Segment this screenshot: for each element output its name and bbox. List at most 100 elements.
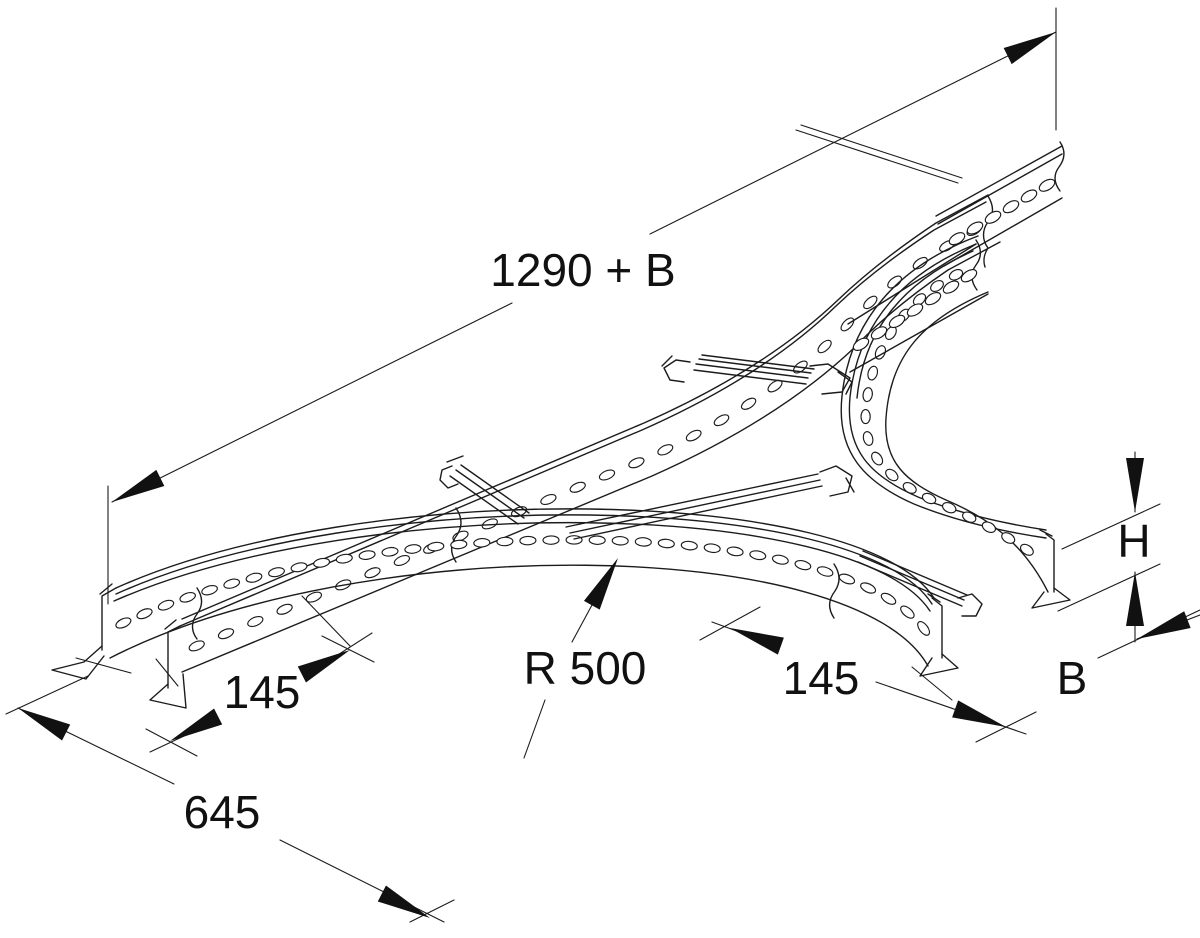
- perforation-slot: [598, 469, 616, 481]
- perforation-slot: [313, 557, 331, 568]
- perforation-slot: [1020, 189, 1038, 203]
- perforation-slot: [188, 640, 205, 652]
- perforation-slot: [917, 620, 931, 636]
- dimension-label-rail-height: H: [1117, 515, 1150, 567]
- dimension-label-half-length: 645: [184, 786, 261, 838]
- perforation-slot: [565, 535, 583, 545]
- perforation-slot: [817, 339, 832, 354]
- perforation-slot: [871, 451, 884, 466]
- dimension-label-branch-width: B: [1057, 652, 1088, 704]
- perforation-slot: [628, 457, 645, 469]
- perforation-slot: [942, 280, 960, 294]
- break-mark: [971, 239, 982, 291]
- right-corner-arc-rail: [840, 235, 1071, 609]
- dimension-label-total-length: 1290 + B: [490, 244, 675, 296]
- perforation-slot: [276, 603, 293, 615]
- break-mark: [1054, 141, 1065, 192]
- perforation-slot: [862, 387, 873, 403]
- rung-2: [661, 354, 853, 395]
- far-structure-line: [800, 124, 963, 179]
- perforation-slot: [657, 444, 674, 456]
- perforation-slot: [1001, 532, 1016, 544]
- perforation-slot: [981, 521, 997, 534]
- perforation-slot: [481, 518, 498, 530]
- perforation-slot: [381, 546, 399, 557]
- perforation-slot: [540, 493, 557, 506]
- perforation-slot: [1019, 543, 1034, 556]
- rail-end-profile-branch-left: [919, 593, 959, 677]
- perforation-slot: [900, 605, 915, 619]
- perforation-slot: [921, 492, 937, 505]
- perforation-slot: [157, 599, 175, 611]
- perforation-slot: [657, 538, 675, 549]
- perforation-slot: [941, 502, 957, 514]
- perforation-slot: [912, 256, 928, 270]
- dimension-total-length: 1290 + B: [107, 7, 1057, 605]
- dimension-offset-right: 145: [699, 606, 1037, 743]
- perforation-slot: [588, 535, 606, 545]
- perforation-slot: [179, 591, 196, 603]
- dimension-rail-height: H: [1057, 451, 1161, 643]
- rung-connector: [661, 355, 691, 383]
- perforation-slot: [1038, 178, 1056, 192]
- perforation-slot: [713, 414, 730, 427]
- perforation-slot: [496, 536, 514, 547]
- dimension-branch-width: B: [1057, 609, 1200, 704]
- perforation-slot: [569, 481, 586, 493]
- perforation-slot: [726, 546, 744, 557]
- rung-4: [857, 550, 983, 617]
- perforation-slot: [245, 572, 263, 583]
- perforation-slot: [358, 550, 376, 560]
- dimension-offset-left: 145: [75, 595, 375, 757]
- perforation-slot: [887, 275, 902, 289]
- perforation-slot: [816, 566, 834, 577]
- perforation-slot: [948, 232, 966, 246]
- branch-far-rail: [795, 124, 1065, 267]
- perforation-slot: [364, 567, 381, 579]
- perforation-slot: [680, 540, 698, 551]
- rail-end-profile-left-front: [51, 583, 117, 680]
- perforation-slot: [984, 210, 1002, 224]
- perforation-slot: [450, 539, 468, 550]
- perforation-slot: [880, 592, 897, 605]
- perforation-slot: [794, 559, 812, 571]
- perforation-slot: [862, 431, 874, 446]
- rail-end-profile-left-rear: [149, 619, 187, 709]
- rung-connector: [957, 593, 983, 617]
- rung-connector: [809, 363, 853, 395]
- perforation-slot: [542, 535, 560, 545]
- rung-connector: [439, 455, 464, 489]
- rung-connector: [819, 465, 855, 497]
- rung-1: [439, 455, 530, 525]
- perforation-slot: [960, 269, 978, 283]
- perforation-slot: [136, 608, 153, 620]
- rail-end-profile-branch-right: [1031, 529, 1071, 609]
- perforation-slot: [840, 317, 855, 332]
- perforation-slot: [519, 535, 537, 546]
- dimension-half-length: 645: [5, 675, 455, 923]
- perforation-slot: [393, 554, 411, 567]
- perforation-slot: [885, 468, 899, 482]
- perforation-slot: [404, 544, 422, 554]
- perforation-slot: [863, 295, 878, 310]
- dimension-label-offset-left: 145: [224, 666, 301, 718]
- perforation-slot: [852, 337, 870, 351]
- perforation-slot: [703, 543, 721, 554]
- break-mark: [450, 507, 462, 563]
- break-mark: [828, 563, 840, 619]
- perforation-slot: [838, 573, 856, 585]
- perforation-slot: [268, 567, 285, 578]
- perforation-slot: [867, 365, 879, 381]
- rung-3: [565, 465, 855, 540]
- perforation-slot: [749, 550, 767, 561]
- perforation-slot: [223, 578, 241, 589]
- perforation-slot: [962, 511, 977, 523]
- perforation-slot: [902, 481, 917, 494]
- perforation-slot: [247, 615, 264, 628]
- perforation-slot: [966, 221, 984, 235]
- perforation-slot: [611, 536, 629, 546]
- break-mark: [191, 587, 203, 640]
- perforation-slot: [290, 562, 308, 573]
